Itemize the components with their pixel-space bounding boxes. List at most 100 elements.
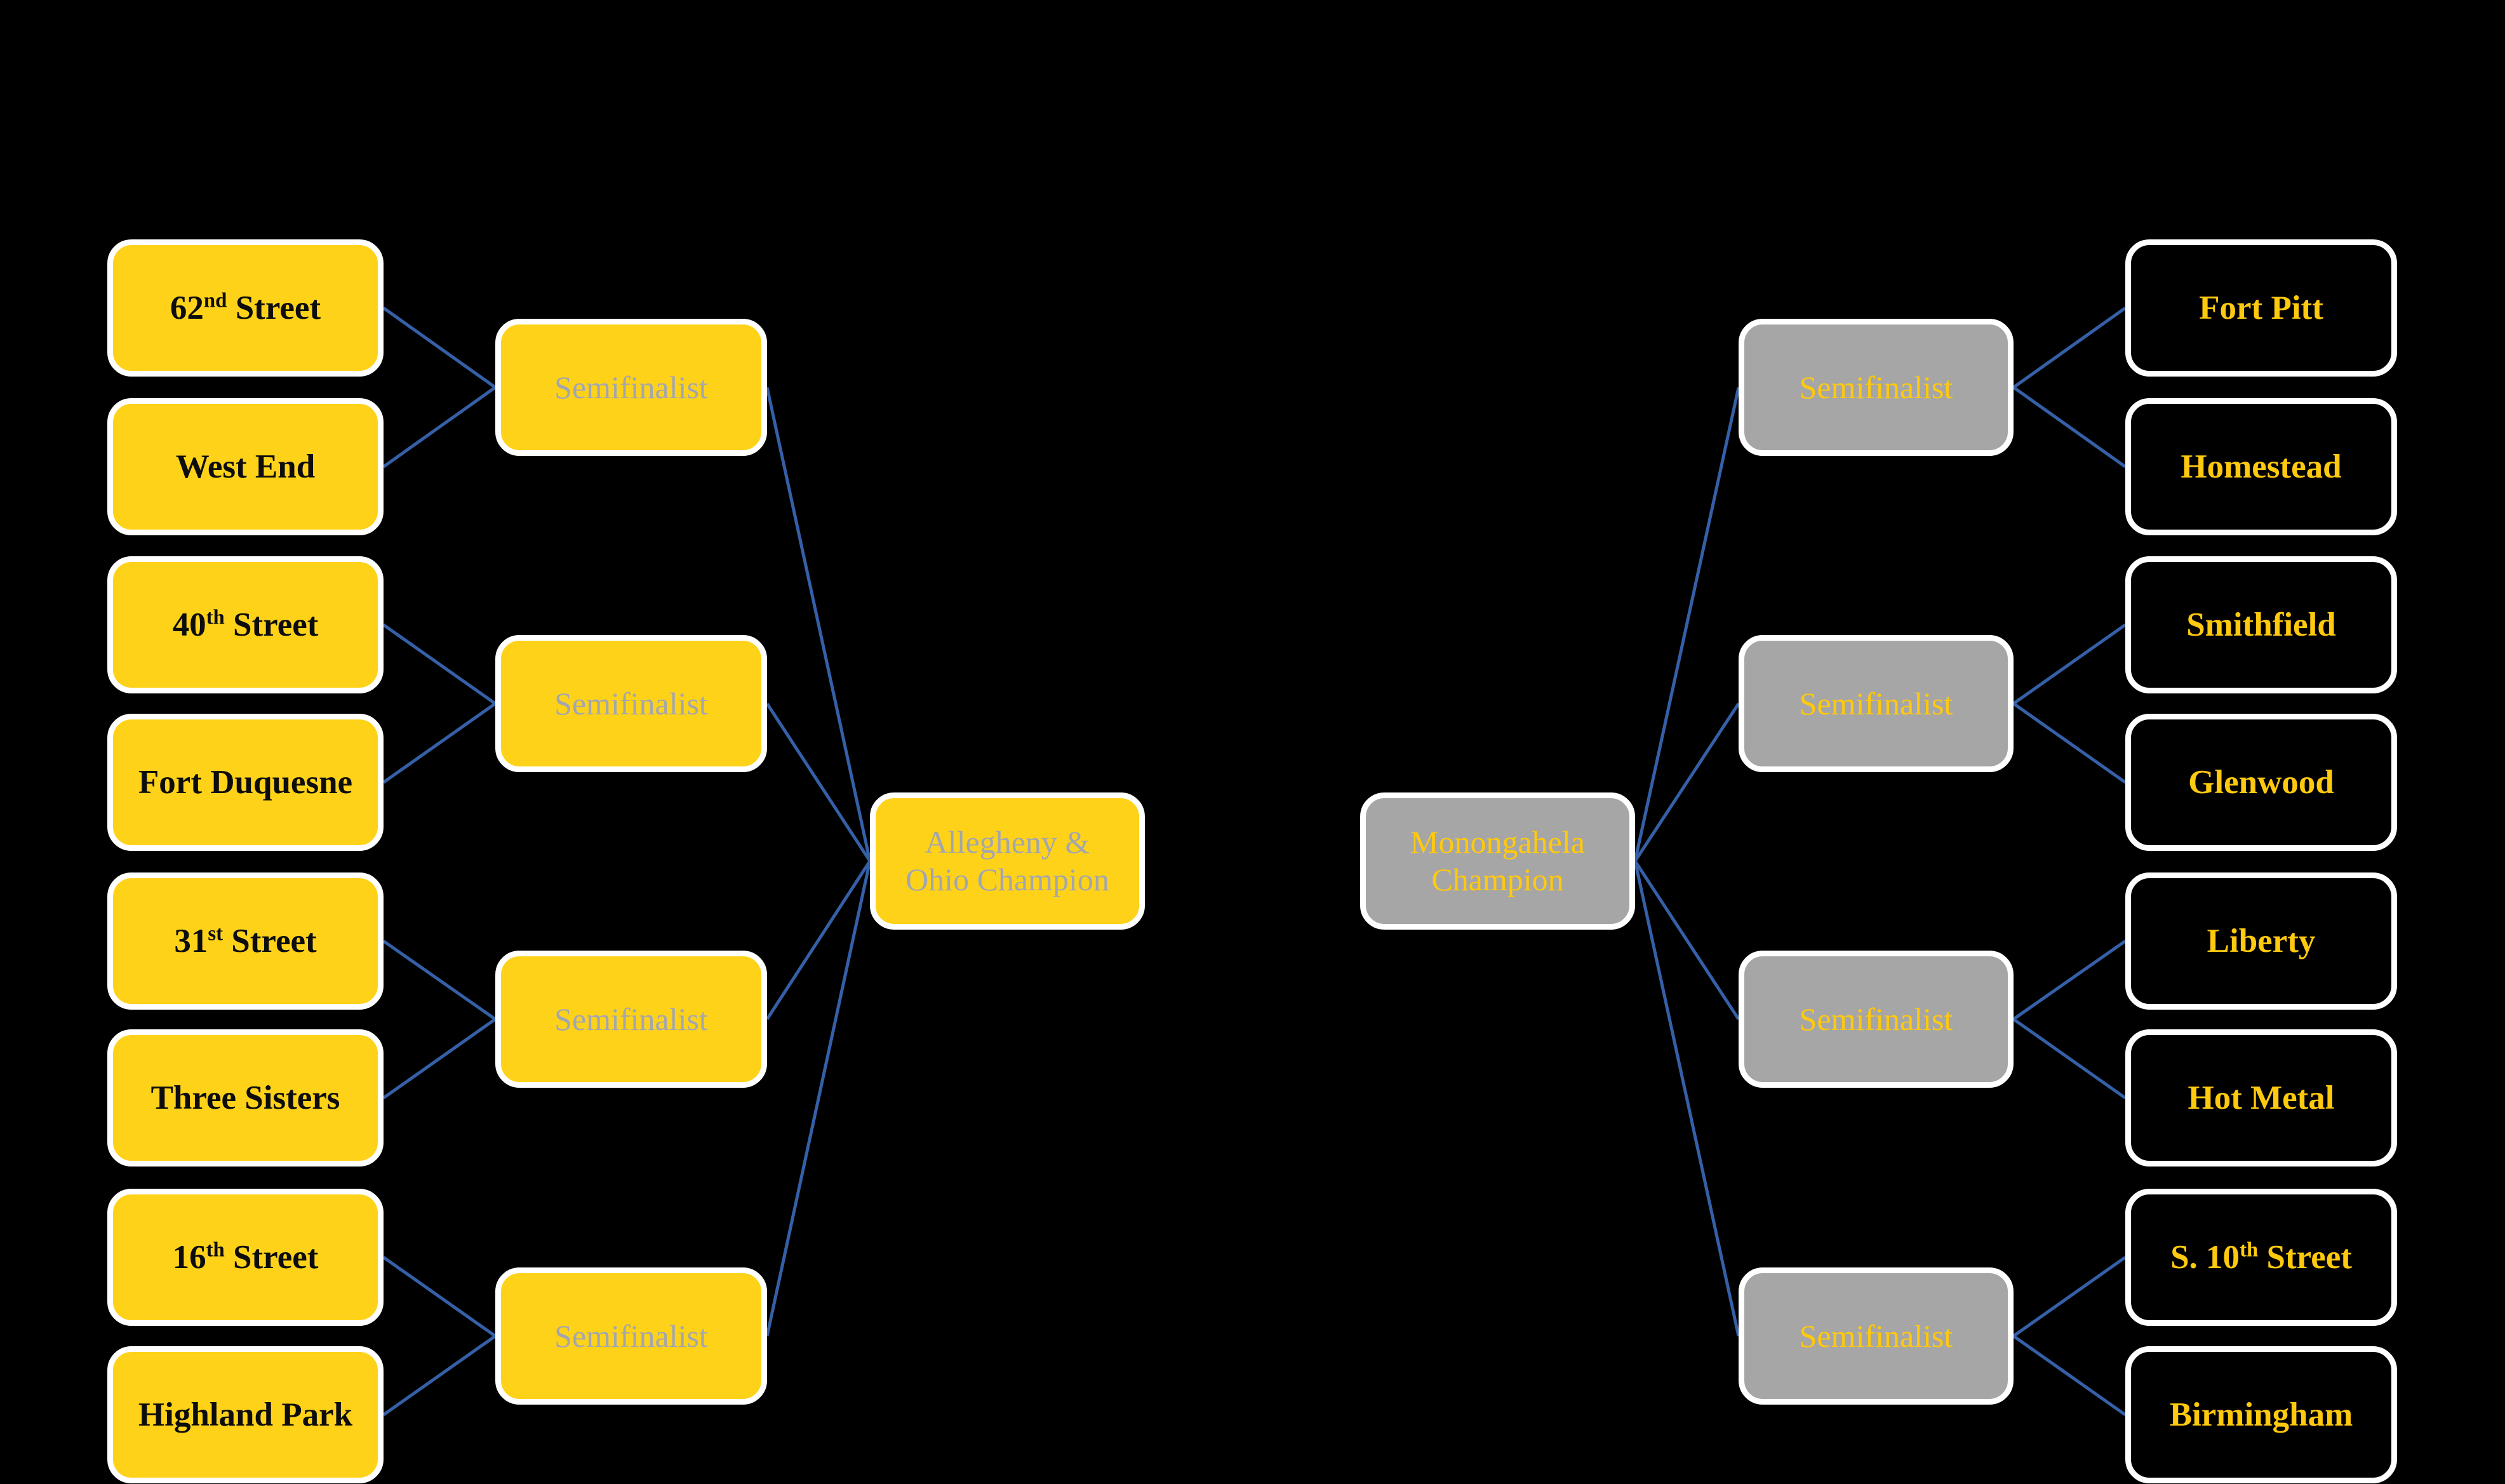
- semifinalist-box-right-2: Semifinalist: [1739, 635, 2014, 772]
- semifinalist-label: Semifinalist: [1799, 369, 1953, 405]
- connector-line: [382, 1255, 497, 1338]
- semifinalist-label: Semifinalist: [554, 1001, 708, 1037]
- connector-line: [1633, 702, 1740, 862]
- connector-line: [382, 1334, 497, 1417]
- connector-line: [2012, 1334, 2127, 1417]
- connector-line: [765, 860, 872, 1337]
- champion-label-line1: Allegheny &: [925, 824, 1090, 860]
- connector-line: [382, 623, 497, 705]
- connector-line: [2012, 702, 2127, 784]
- team-label: Three Sisters: [151, 1081, 340, 1115]
- team-label: Birmingham: [2170, 1398, 2353, 1432]
- team-label: Glenwood: [2188, 763, 2334, 801]
- team-box-glenwood: Glenwood: [2125, 714, 2397, 851]
- team-box-three-sisters: Three Sisters: [107, 1029, 384, 1166]
- team-label: 31st Street: [174, 921, 317, 959]
- team-box-hot-metal: Hot Metal: [2125, 1029, 2397, 1166]
- semifinalist-label: Semifinalist: [554, 1318, 708, 1354]
- team-box-s-10th-street: S. 10th Street: [2125, 1189, 2397, 1326]
- team-label: Highland Park: [138, 1398, 352, 1432]
- label-text: Hot Metal: [2188, 1079, 2335, 1116]
- ordinal-suffix: th: [206, 605, 225, 629]
- team-box-fort-duquesne: Fort Duquesne: [107, 714, 384, 851]
- semifinalist-box-right-1: Semifinalist: [1739, 319, 2014, 456]
- connector-line: [765, 860, 872, 1020]
- semifinalist-label: Semifinalist: [554, 369, 708, 405]
- team-box-homestead: Homestead: [2125, 398, 2397, 535]
- semifinalist-box-left-3: Semifinalist: [495, 951, 767, 1088]
- label-text: Street: [224, 606, 319, 643]
- semifinalist-label: Semifinalist: [554, 685, 708, 721]
- team-label: 16th Street: [172, 1238, 319, 1276]
- champion-label-line2: Ohio Champion: [905, 862, 1109, 897]
- label-text: Street: [2258, 1238, 2352, 1276]
- connector-line: [2012, 1017, 2127, 1100]
- connector-line: [1633, 860, 1740, 1020]
- connector-line: [382, 702, 497, 784]
- connector-line: [2012, 385, 2127, 469]
- semifinalist-label: Semifinalist: [1799, 685, 1953, 721]
- label-text: Street: [224, 1238, 319, 1276]
- connector-line: [382, 939, 497, 1021]
- label-text: Street: [227, 289, 321, 326]
- team-box-highland-park: Highland Park: [107, 1346, 384, 1483]
- team-label: 62nd Street: [170, 288, 321, 326]
- connector-line: [382, 1017, 497, 1100]
- team-box-fort-pitt: Fort Pitt: [2125, 239, 2397, 377]
- connector-line: [765, 702, 872, 862]
- team-label: Fort Pitt: [2199, 291, 2323, 325]
- team-box-smithfield: Smithfield: [2125, 556, 2397, 693]
- label-text: Fort Duquesne: [138, 763, 353, 801]
- semifinalist-label: Semifinalist: [1799, 1001, 1953, 1037]
- label-text: Liberty: [2207, 922, 2316, 959]
- champion-label: Monongahela Champion: [1410, 824, 1585, 899]
- team-box-40th-street: 40th Street: [107, 556, 384, 693]
- label-text: Three Sisters: [150, 1079, 340, 1116]
- ordinal-suffix: th: [206, 1238, 225, 1261]
- team-label: Fort Duquesne: [138, 763, 353, 801]
- semifinalist-box-left-2: Semifinalist: [495, 635, 767, 772]
- connector-line: [2012, 939, 2127, 1021]
- connector-line: [765, 387, 872, 862]
- label-text: 16: [172, 1238, 206, 1276]
- champion-label: Allegheny & Ohio Champion: [905, 824, 1109, 899]
- semifinalist-box-left-1: Semifinalist: [495, 319, 767, 456]
- label-text: Street: [223, 922, 317, 959]
- ordinal-suffix: nd: [203, 288, 227, 312]
- team-label: Smithfield: [2186, 608, 2336, 642]
- label-text: Highland Park: [138, 1396, 353, 1433]
- label-text: S. 10: [2170, 1238, 2240, 1276]
- connector-line: [2012, 306, 2127, 389]
- ordinal-suffix: st: [208, 921, 224, 945]
- team-box-birmingham: Birmingham: [2125, 1346, 2397, 1483]
- team-box-31st-street: 31st Street: [107, 872, 384, 1010]
- team-label: S. 10th Street: [2170, 1238, 2352, 1276]
- connector-line: [2012, 623, 2127, 705]
- allegheny-ohio-champion-box: Allegheny & Ohio Champion: [870, 792, 1145, 930]
- team-label: West End: [176, 450, 315, 484]
- label-text: West End: [175, 448, 316, 485]
- semifinalist-box-left-4: Semifinalist: [495, 1267, 767, 1405]
- champion-label-line2: Champion: [1431, 862, 1564, 897]
- team-label: 40th Street: [172, 605, 319, 643]
- label-text: 40: [172, 606, 206, 643]
- team-label: Hot Metal: [2188, 1081, 2334, 1115]
- team-box-62nd-street: 62nd Street: [107, 239, 384, 377]
- connector-line: [382, 306, 497, 389]
- semifinalist-box-right-3: Semifinalist: [1739, 951, 2014, 1088]
- semifinalist-box-right-4: Semifinalist: [1739, 1267, 2014, 1405]
- connector-line: [1633, 860, 1740, 1337]
- team-box-16th-street: 16th Street: [107, 1189, 384, 1326]
- team-box-west-end: West End: [107, 398, 384, 535]
- label-text: Glenwood: [2188, 763, 2334, 801]
- semifinalist-label: Semifinalist: [1799, 1318, 1953, 1354]
- champion-label-line1: Monongahela: [1410, 824, 1585, 860]
- label-text: Fort Pitt: [2199, 289, 2323, 326]
- label-text: Homestead: [2181, 448, 2342, 485]
- connector-line: [2012, 1255, 2127, 1338]
- connector-line: [382, 385, 497, 469]
- label-text: 62: [170, 289, 204, 326]
- label-text: Birmingham: [2169, 1396, 2353, 1433]
